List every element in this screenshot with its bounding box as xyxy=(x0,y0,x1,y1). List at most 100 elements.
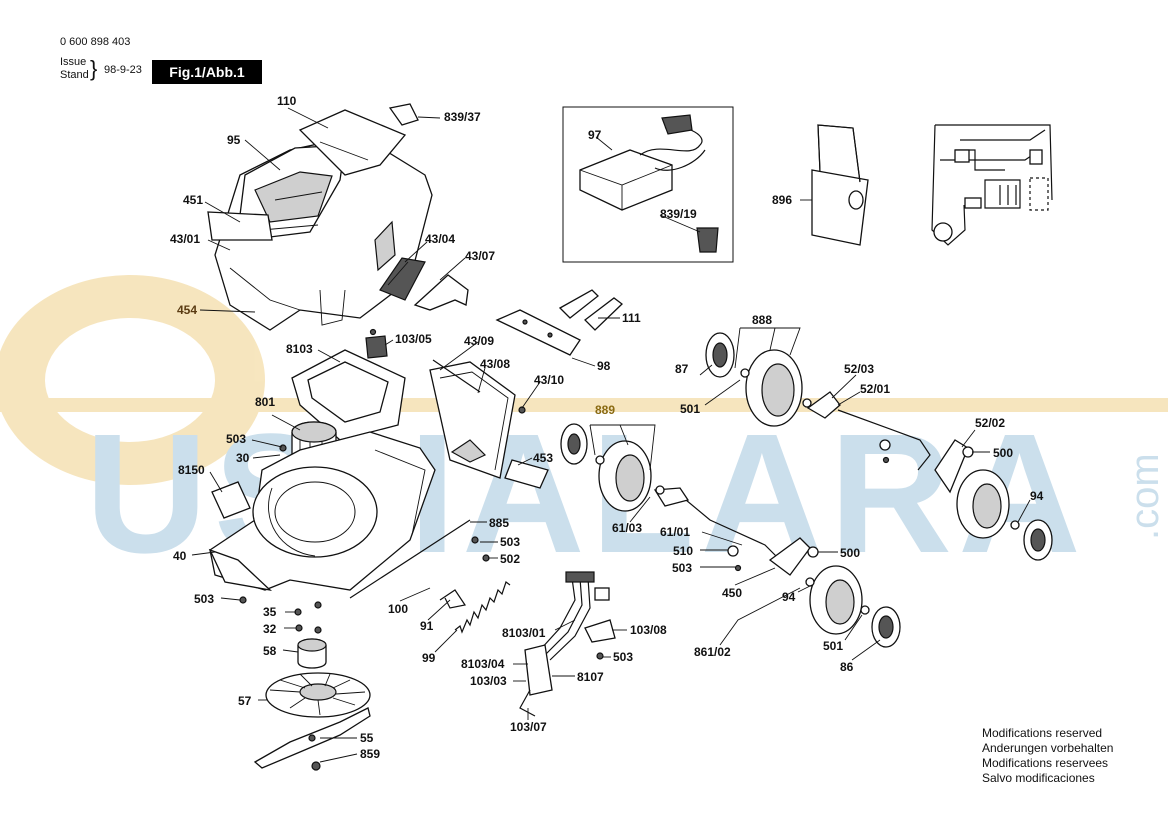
label-98: 98 xyxy=(597,359,611,373)
wheel-upper xyxy=(705,332,803,427)
label-103-07: 103/07 xyxy=(510,720,547,734)
label-885: 885 xyxy=(489,516,509,530)
fan-57 xyxy=(265,672,371,718)
blade-55 xyxy=(253,707,371,769)
label-43-08: 43/08 xyxy=(480,357,510,371)
switch-box-8103 xyxy=(291,335,406,441)
bushing-58 xyxy=(297,638,327,669)
charger-box xyxy=(562,106,734,263)
label-896: 896 xyxy=(772,193,792,207)
label-100: 100 xyxy=(388,602,408,616)
label-32: 32 xyxy=(263,622,277,636)
label-510: 510 xyxy=(673,544,693,558)
label-35: 35 xyxy=(263,605,277,619)
plate-98 xyxy=(495,309,581,356)
label-103-08: 103/08 xyxy=(630,623,667,637)
label-500-right: 500 xyxy=(993,446,1013,460)
part-number: 0 600 898 403 xyxy=(60,36,131,48)
label-839-19: 839/19 xyxy=(660,207,697,221)
label-503-harness: 503 xyxy=(613,650,633,664)
label-110: 110 xyxy=(277,94,297,108)
issue-label: Issue xyxy=(60,56,87,68)
label-103-05: 103/05 xyxy=(395,332,432,346)
mower-housing-40 xyxy=(208,431,436,592)
label-99: 99 xyxy=(422,651,436,665)
label-503-housing: 503 xyxy=(194,592,214,606)
wiring-harness xyxy=(519,571,616,717)
label-503-rod: 503 xyxy=(500,535,520,549)
note-line: Modifications reservees xyxy=(982,756,1109,770)
label-801: 801 xyxy=(255,395,275,409)
label-103-03: 103/03 xyxy=(470,674,507,688)
battery-pack xyxy=(811,124,869,246)
label-43-01: 43/01 xyxy=(170,232,200,246)
label-86: 86 xyxy=(840,660,854,674)
label-859: 859 xyxy=(360,747,380,761)
label-40: 40 xyxy=(173,549,187,563)
label-91: 91 xyxy=(420,619,434,633)
label-502: 502 xyxy=(500,552,520,566)
spring-99 xyxy=(454,581,511,634)
label-61-01: 61/01 xyxy=(660,525,690,539)
label-454: 454 xyxy=(177,303,197,317)
label-8107: 8107 xyxy=(577,670,604,684)
leader-lines xyxy=(191,107,1031,763)
label-30: 30 xyxy=(236,451,250,465)
label-43-04: 43/04 xyxy=(425,232,455,246)
wheel-left xyxy=(560,423,652,512)
wheel-lower xyxy=(809,565,901,648)
label-8150: 8150 xyxy=(178,463,205,477)
label-57: 57 xyxy=(238,694,252,708)
brace: } xyxy=(90,56,98,81)
part-labels: 110 839/37 95 451 43/01 454 43/04 43/07 … xyxy=(170,94,1044,761)
label-501-lower: 501 xyxy=(823,639,843,653)
label-52-01: 52/01 xyxy=(860,382,890,396)
label-839-37: 839/37 xyxy=(444,110,481,124)
label-55: 55 xyxy=(360,731,374,745)
window-43-04 xyxy=(379,257,426,301)
label-8103: 8103 xyxy=(286,342,313,356)
label-43-07: 43/07 xyxy=(465,249,495,263)
label-889: 889 xyxy=(595,403,615,417)
label-52-02: 52/02 xyxy=(975,416,1005,430)
circuit-schematic xyxy=(931,124,1053,246)
label-43-10: 43/10 xyxy=(534,373,564,387)
label-52-03: 52/03 xyxy=(844,362,874,376)
label-451: 451 xyxy=(183,193,203,207)
label-87: 87 xyxy=(675,362,689,376)
label-450: 450 xyxy=(722,586,742,600)
label-8103-04: 8103/04 xyxy=(461,657,505,671)
label-61-03: 61/03 xyxy=(612,521,642,535)
note-line: Anderungen vorbehalten xyxy=(982,741,1114,755)
label-500-lower: 500 xyxy=(840,546,860,560)
note-line: Modifications reserved xyxy=(982,726,1103,740)
wheel-right xyxy=(956,469,1053,561)
label-43-09: 43/09 xyxy=(464,334,494,348)
issue-date: 98-9-23 xyxy=(104,64,142,76)
watermark-suffix: .com xyxy=(1123,453,1167,540)
label-453: 453 xyxy=(533,451,553,465)
label-95: 95 xyxy=(227,133,241,147)
figure-label: Fig.1/Abb.1 xyxy=(152,60,262,84)
label-58: 58 xyxy=(263,644,277,658)
label-97: 97 xyxy=(588,128,602,142)
stand-label: Stand xyxy=(60,69,89,81)
clip-839-37 xyxy=(388,103,419,126)
label-94-lower: 94 xyxy=(782,590,796,604)
note-line: Salvo modificaciones xyxy=(982,771,1095,785)
label-8103-01: 8103/01 xyxy=(502,626,546,640)
label-503-axle: 503 xyxy=(672,561,692,575)
label-888: 888 xyxy=(752,313,772,327)
handle-43-07 xyxy=(413,274,469,311)
label-94-right: 94 xyxy=(1030,489,1044,503)
label-453 xyxy=(504,459,549,489)
label-111: 111 xyxy=(622,311,641,325)
brackets-111 xyxy=(558,289,624,331)
label-503-motor: 503 xyxy=(226,432,246,446)
bracket-91 xyxy=(439,589,466,609)
axle-52-01 xyxy=(806,391,969,494)
cover-43-09 xyxy=(429,359,516,479)
grass-box-cover xyxy=(207,109,433,331)
